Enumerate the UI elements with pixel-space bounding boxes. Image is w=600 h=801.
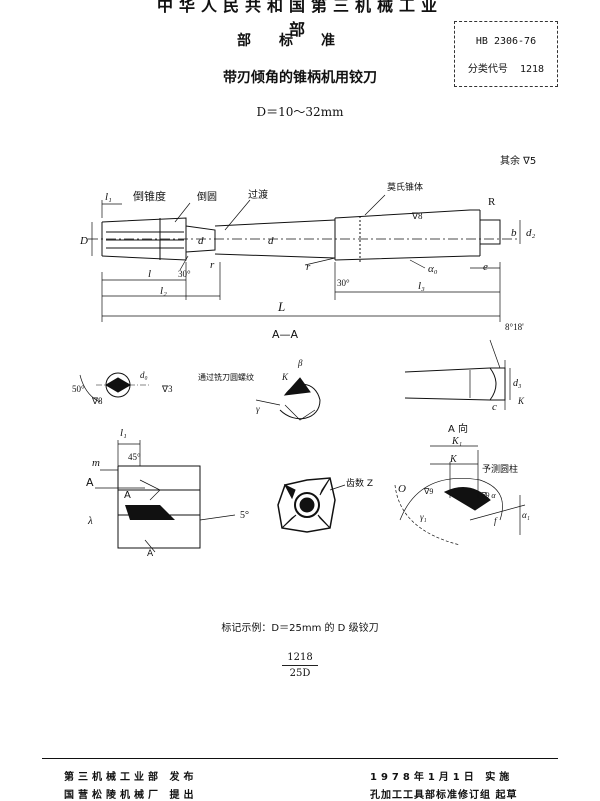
page-number-bottom: 25D [289, 668, 311, 679]
label-O: O [398, 483, 406, 495]
label-view-a: A 向 [448, 422, 468, 435]
label-l3: l₃ [418, 280, 425, 292]
label-alpha1: α₁ [522, 510, 530, 520]
footer-issuer-row: 第三机械工业部 发布 [64, 768, 197, 783]
label-morse: 莫氏锥体 [387, 181, 423, 193]
view-a [394, 445, 526, 546]
label-angle-8-18: 8°18' [505, 322, 524, 332]
label-d0: d₀ [140, 370, 148, 380]
label-beta: β [297, 358, 303, 368]
footer-drafter-row: 孔加工工具部标准修订组 起草 [370, 786, 517, 801]
label-r2: r [306, 261, 311, 273]
label-d-neck: d [268, 235, 274, 247]
label-l2: l₂ [160, 285, 167, 297]
footer-issue-action: 发布 [169, 772, 198, 783]
label-b: b [511, 227, 517, 239]
example-note: 标记示例：D＝25mm 的 D 级铰刀 [221, 623, 379, 634]
label-taper: 倒锥度 [133, 189, 166, 203]
label-teeth: 齿数 Z [346, 477, 373, 489]
label-V9: ∇9 [423, 487, 433, 496]
label-gamma1: γ₁ [420, 512, 427, 522]
label-d: d [198, 235, 204, 247]
label-section-aa: A—A [272, 328, 299, 341]
label-50: 50° [72, 384, 85, 394]
label-30-2: 30° [337, 278, 350, 288]
footer-drafter: 孔加工工具部标准修订组 [370, 790, 491, 801]
teeth-section [277, 477, 346, 533]
footer-proposer: 国营松陵机械厂 [64, 790, 162, 801]
footer-date-row: 1978年1月1日 实施 [370, 768, 513, 783]
label-V8b: ∇8 [91, 396, 103, 406]
label-d3: d₃ [513, 378, 522, 389]
label-l1b: l₁ [120, 427, 127, 439]
footer-propose-action: 提出 [169, 790, 198, 801]
footer-rule [42, 758, 558, 759]
label-K: K [449, 454, 458, 465]
label-chamfer: 倒圆 [197, 191, 217, 203]
label-kr: K [517, 396, 525, 406]
label-d2: d₂ [526, 227, 536, 239]
cutting-edge-detail [95, 440, 236, 553]
footer-date: 1978年1月1日 [370, 772, 478, 783]
class-code-value: 1218 [519, 64, 545, 75]
label-l: l [148, 268, 151, 280]
main-view [88, 194, 521, 322]
label-A-left: A [86, 476, 94, 489]
label-alpha: ∇9 α [480, 491, 496, 500]
label-L: L [277, 299, 285, 314]
label-gamma: γ [256, 404, 260, 414]
drawing-labels: l₁ 倒锥度 倒圆 过渡 莫氏锥体 R ∇8 D d d r r 30° 30°… [72, 181, 536, 559]
label-aux-axis: 予测圆柱 [482, 463, 518, 475]
class-code-label: 分类代号 [467, 64, 508, 75]
class-code-row: 分类代号 1218 [455, 60, 557, 75]
label-A-mid: A [124, 490, 131, 501]
standard-code-box: HB 2306-76 分类代号 1218 [454, 21, 558, 87]
label-K1: K₁ [451, 436, 462, 447]
label-k: K [281, 372, 289, 382]
label-alpha0: α₀ [428, 263, 438, 275]
label-V8: ∇8 [411, 211, 423, 221]
footer-issuer: 第三机械工业部 [64, 772, 162, 783]
ministry-header: 中华人民共和国第三机械工业部 [156, 0, 443, 39]
footer-effective: 实施 [485, 772, 514, 783]
label-30-1: 30° [178, 269, 191, 279]
label-A-bot: A [147, 549, 154, 559]
footer-proposer-row: 国营松陵机械厂 提出 [64, 786, 197, 801]
label-l1: l₁ [105, 191, 112, 203]
label-m: m [92, 457, 100, 469]
page-number-top: 1218 [287, 652, 313, 663]
label-r: r [210, 259, 215, 271]
label-R: R [488, 196, 496, 208]
tang-detail [404, 339, 511, 410]
section-groove [255, 377, 321, 421]
label-lambda: λ [87, 515, 93, 527]
standard-code: HB 2306-76 [475, 36, 537, 47]
label-neck: 过渡 [248, 188, 268, 201]
label-f: f [494, 516, 498, 526]
label-45: 45° [128, 452, 141, 462]
page-number: 1218 25D [250, 652, 350, 679]
label-c: c [492, 401, 497, 413]
section-aa-left [79, 372, 150, 403]
document-subtitle: D＝10～32mm [256, 105, 344, 119]
label-5: 5° [240, 510, 249, 521]
document-title: 带刃倾角的锥柄机用铰刀 [223, 70, 377, 86]
standard-type: 部标准 [237, 33, 363, 49]
footer-draft-action: 起草 [495, 790, 518, 801]
roughness-note: 其余 ∇5 [500, 156, 537, 167]
label-D: D [79, 235, 88, 247]
label-V3: ∇3 [161, 384, 173, 394]
label-e: e [483, 261, 488, 273]
label-groove-note: 通过铣刀圆螺纹 [198, 372, 254, 382]
page-number-divider [282, 665, 318, 666]
